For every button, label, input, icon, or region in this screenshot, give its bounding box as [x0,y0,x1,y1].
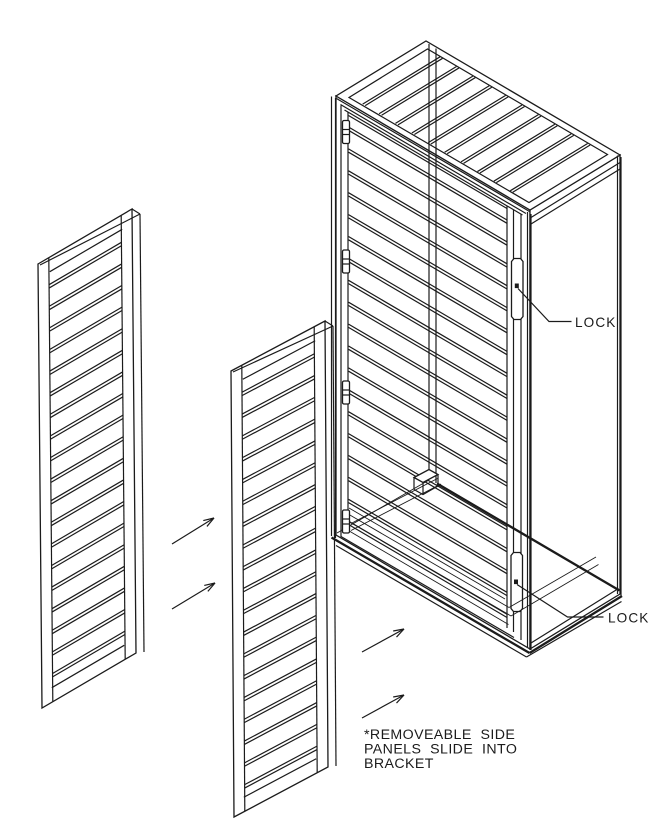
front-top-rail [336,97,530,216]
note-line-2: PANELS SLIDE INTO [364,742,517,758]
cabinet-door [340,105,524,640]
slide-arrow-icon [171,582,216,610]
side-panel-1 [37,207,145,710]
hinge-icon [341,509,351,534]
lock-top-leader-line [517,288,572,323]
lock-top-hardware [510,257,524,321]
slide-arrow-icon [361,628,405,653]
note-line-1: *REMOVEABLE SIDE [364,727,515,743]
slide-arrow-icon [171,517,215,545]
top-louver-slats [362,56,591,193]
hinge-icon [341,249,351,274]
cabinet-top-rim [347,48,609,204]
slide-direction-arrows [171,517,405,719]
slide-arrow-icon [361,694,405,719]
hinge-icon [341,119,351,145]
cabinet-base [330,468,623,658]
lock-bottom-keyhole-icon [514,579,518,585]
cabinet-right-side-frame [526,155,622,650]
lock-top-label: LOCK [575,315,616,330]
cabinet-left-post [330,96,337,538]
door-hinges [341,119,351,534]
lock-bottom-hardware [510,551,524,613]
annotations: LOCK LOCK *REMOVEABLE SIDE PANELS SLIDE … [364,288,649,772]
base-rim [330,536,623,658]
cabinet-right-face [529,153,621,651]
note-line-3: BRACKET [364,756,434,772]
lock-bottom-label: LOCK [608,611,649,626]
panel-bracket [412,468,440,496]
side-panel-2 [230,319,337,819]
lock-top-keyhole-icon [514,283,519,289]
note-text: *REMOVEABLE SIDE PANELS SLIDE INTO BRACK… [364,727,517,772]
lock-bottom-leader-line [516,583,604,618]
cabinet [330,40,623,658]
hinge-icon [341,380,351,405]
